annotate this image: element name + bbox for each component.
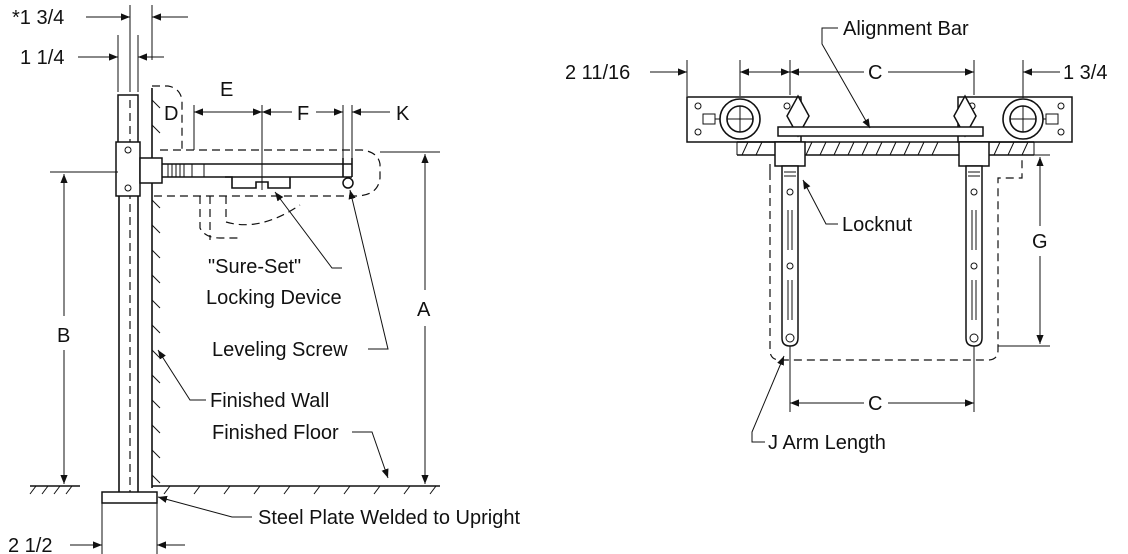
callout-sure-set: "Sure-Set" Locking Device bbox=[206, 191, 342, 309]
dim-1-1-4: 1 1/4 bbox=[20, 35, 164, 92]
callout-finished-floor: Finished Floor bbox=[212, 422, 389, 479]
dim-2-1-2-label: 2 1/2 bbox=[8, 535, 52, 554]
alignment-bar bbox=[777, 126, 984, 137]
front-lavatory-outline bbox=[769, 160, 1023, 361]
dim-A-label: A bbox=[417, 299, 431, 321]
leveling-screw-label: Leveling Screw bbox=[212, 339, 348, 361]
callout-locknut: Locknut bbox=[802, 179, 912, 236]
lavatory-outline bbox=[152, 85, 381, 240]
dim-C-top: C bbox=[739, 60, 975, 96]
finished-floor-label: Finished Floor bbox=[212, 422, 339, 444]
steel-plate bbox=[101, 491, 158, 504]
dim-G-label: G bbox=[1032, 231, 1048, 253]
callout-j-arm: J Arm Length bbox=[751, 355, 886, 454]
finished-wall bbox=[151, 88, 161, 488]
dim-F-label: F bbox=[297, 103, 309, 125]
steel-plate-label: Steel Plate Welded to Upright bbox=[258, 507, 520, 529]
dim-B: B bbox=[50, 171, 118, 484]
dim-2-11-16: 2 11/16 bbox=[565, 60, 688, 96]
dim-D-label: D bbox=[164, 103, 178, 125]
dim-G: G bbox=[990, 154, 1050, 347]
locknut-left bbox=[774, 141, 806, 167]
dim-E-F-K: E F K bbox=[193, 79, 410, 190]
alignment-bar-label: Alignment Bar bbox=[843, 18, 969, 40]
callout-steel-plate: Steel Plate Welded to Upright bbox=[157, 495, 520, 529]
dim-star-1-3-4-label: *1 3/4 bbox=[12, 7, 64, 29]
dim-1-3-4-label: 1 3/4 bbox=[1063, 62, 1107, 84]
dim-C-top-label: C bbox=[868, 62, 882, 84]
locknut-right bbox=[958, 141, 990, 167]
j-arm-length-label: J Arm Length bbox=[768, 432, 886, 454]
finished-wall-label: Finished Wall bbox=[210, 390, 329, 412]
dim-star-1-3-4: *1 3/4 bbox=[12, 5, 188, 92]
front-view: 2 11/16 C 1 3/4 Alignment Bar Lockn bbox=[565, 18, 1107, 454]
sure-set-label-2: Locking Device bbox=[206, 287, 342, 309]
dim-1-1-4-label: 1 1/4 bbox=[20, 47, 64, 69]
locknut-label: Locknut bbox=[842, 214, 912, 236]
dim-B-label: B bbox=[57, 325, 70, 347]
dim-2-11-16-label: 2 11/16 bbox=[565, 62, 630, 84]
dim-E-label: E bbox=[220, 79, 233, 101]
arm-assembly bbox=[115, 141, 354, 197]
callout-leveling-screw: Leveling Screw bbox=[212, 189, 389, 361]
finished-floor bbox=[29, 485, 440, 495]
dim-1-3-4-right: 1 3/4 bbox=[1022, 60, 1107, 98]
callout-alignment-bar: Alignment Bar bbox=[821, 18, 969, 129]
dim-2-1-2: 2 1/2 bbox=[8, 503, 185, 554]
arm-right bbox=[965, 165, 983, 347]
dim-K-label: K bbox=[396, 103, 410, 125]
dim-C-bottom: C bbox=[789, 346, 975, 415]
arm-left bbox=[781, 165, 799, 347]
dim-C-bottom-label: C bbox=[868, 393, 882, 415]
sure-set-label-1: "Sure-Set" bbox=[208, 256, 301, 278]
dim-A: A bbox=[380, 151, 440, 484]
side-view: *1 3/4 1 1/4 D E F K bbox=[8, 5, 520, 554]
callout-finished-wall: Finished Wall bbox=[157, 349, 329, 412]
